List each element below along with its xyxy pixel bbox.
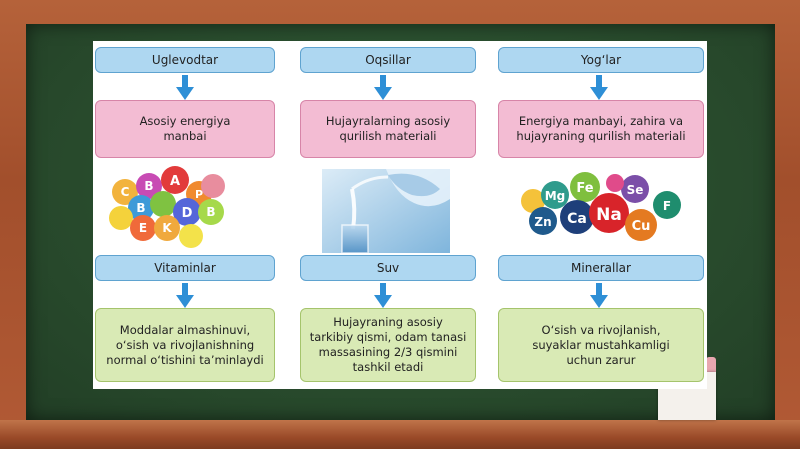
svg-text:Se: Se <box>627 183 644 197</box>
title-oqsillar: Oqsillar <box>300 47 476 73</box>
svg-text:F: F <box>663 199 671 213</box>
water-pouring-image <box>322 169 450 253</box>
arrow-down-icon <box>176 75 194 100</box>
arrow-down-icon <box>374 283 392 308</box>
svg-text:Na: Na <box>596 205 622 225</box>
svg-text:B: B <box>136 201 145 215</box>
svg-text:C: C <box>121 185 130 199</box>
svg-text:Ca: Ca <box>567 211 587 227</box>
svg-text:B: B <box>206 205 215 219</box>
chalk-piece <box>706 357 716 379</box>
svg-text:Mg: Mg <box>545 189 566 203</box>
svg-text:D: D <box>182 206 193 221</box>
chalkboard-ledge <box>0 420 800 449</box>
svg-text:Cu: Cu <box>632 219 651 234</box>
title-yoglar: Yog‘lar <box>498 47 704 73</box>
title-uglevodtar: Uglevodtar <box>95 47 275 73</box>
svg-text:B: B <box>144 179 153 193</box>
svg-text:A: A <box>170 174 180 189</box>
desc-minerallar: O‘sish va rivojlanish,suyaklar mustahkam… <box>498 308 704 382</box>
svg-text:P: P <box>195 188 203 201</box>
arrow-down-icon <box>374 75 392 100</box>
svg-text:Fe: Fe <box>576 181 593 196</box>
title-suv: Suv <box>300 255 476 281</box>
arrow-down-icon <box>590 75 608 100</box>
desc-vitaminlar: Moddalar almashinuvi,o‘sish va rivojlani… <box>95 308 275 382</box>
title-minerallar: Minerallar <box>498 255 704 281</box>
arrow-down-icon <box>590 283 608 308</box>
svg-text:E: E <box>139 221 147 235</box>
title-vitaminlar: Vitaminlar <box>95 255 275 281</box>
vitamin-balls-image: B A C B E K D B P <box>109 166 225 248</box>
svg-text:K: K <box>162 221 172 235</box>
arrow-down-icon <box>176 283 194 308</box>
svg-text:Zn: Zn <box>534 215 551 229</box>
mineral-balls-image: Mg Fe Se Zn Ca Na Cu F <box>521 172 681 241</box>
